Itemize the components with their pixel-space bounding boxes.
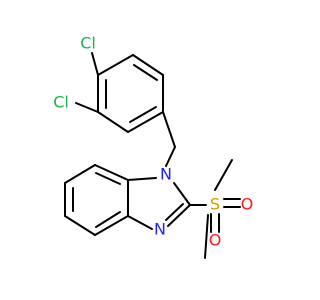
bond-c3-c4 (97, 54, 134, 76)
atom-label-cl-top: Cl (80, 34, 96, 53)
bond-n1-c2 (173, 182, 191, 206)
atom-label-o-bottom: O (209, 231, 222, 250)
bond-ch2-n1 (165, 146, 176, 167)
bond-c6-c1-double (129, 106, 157, 123)
bond-c2-n3 (167, 204, 191, 227)
bond-c5-c4 (64, 215, 96, 236)
bond-c4-c3a (94, 215, 129, 236)
bond-c3-cl-top (91, 52, 99, 76)
bond-c7a-c7 (94, 164, 129, 181)
bond-c7a-c7-double (95, 172, 121, 185)
imidazole-ring (127, 177, 191, 230)
atom-label-o-right: O (241, 195, 254, 214)
atom-label-s: S (210, 195, 220, 214)
bond-c7-c6 (64, 164, 96, 184)
bond-c2-n3-double (165, 203, 184, 221)
atom-label-cl-left: Cl (53, 93, 69, 112)
bond-s-methyl (214, 159, 233, 191)
atom-label-n1: N (160, 165, 172, 184)
bond-c4-c3a-double (95, 211, 121, 228)
benzo-ring (64, 164, 129, 236)
bond-c1-c2 (97, 111, 129, 133)
bond-c4-c5-double (133, 64, 158, 81)
bond-n3-c3a (127, 215, 153, 230)
bond-c4-c5 (132, 54, 164, 76)
bond-c6-c1 (127, 111, 164, 133)
bond-s-methyl-extra (204, 214, 209, 259)
bond-c7a-n1 (127, 177, 157, 181)
atom-label-n3: N (154, 220, 166, 239)
bond-c6-ch2 (162, 111, 176, 148)
dichlorophenyl-ring (97, 54, 164, 133)
molecule-structure-diagram: Cl Cl N N S O O (53, 34, 254, 259)
bond-c2-cl-left (75, 102, 99, 113)
